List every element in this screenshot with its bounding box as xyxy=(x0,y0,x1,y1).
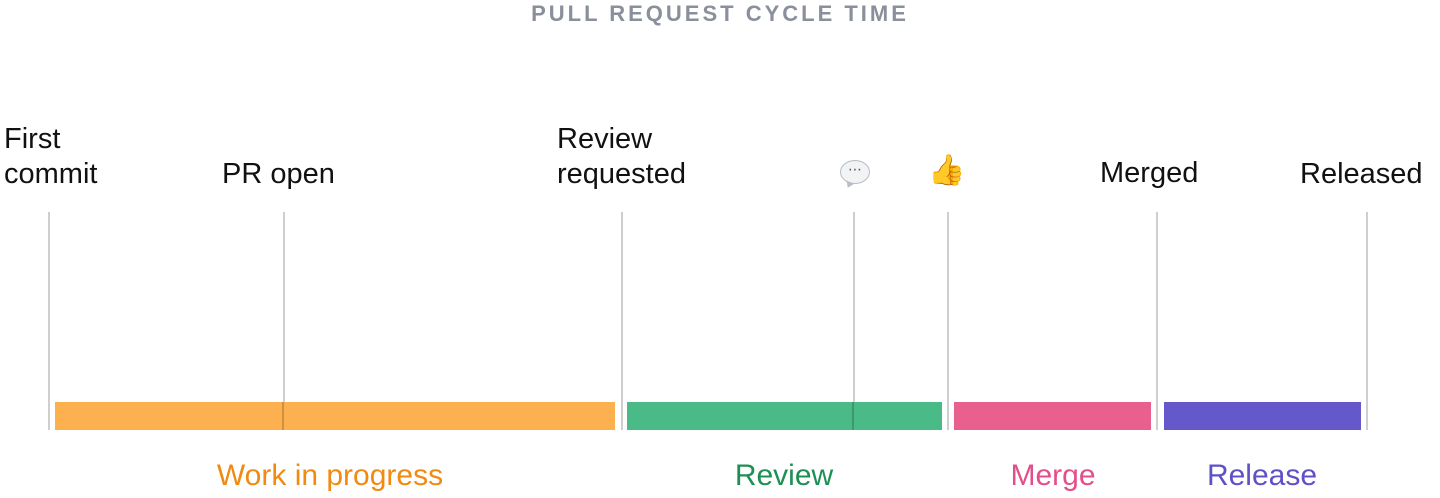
phase-label-release: Release xyxy=(1206,459,1318,492)
tick-approved xyxy=(947,212,949,430)
bar-release xyxy=(1164,402,1361,430)
tick-merged xyxy=(1156,212,1158,430)
diagram-title: PULL REQUEST CYCLE TIME xyxy=(531,1,909,26)
event-review-requested-label: Review requested xyxy=(557,122,686,192)
event-first-commit-line1: First xyxy=(4,123,61,155)
bar-divider-comment xyxy=(852,402,854,430)
tick-released xyxy=(1366,212,1368,430)
event-first-commit-label: First commit xyxy=(4,122,97,192)
bar-divider-pr-open xyxy=(282,402,284,430)
speech-bubble-icon: ⋯ xyxy=(840,160,870,184)
event-pr-open-label: PR open xyxy=(222,158,335,190)
bar-merge xyxy=(954,402,1151,430)
tick-pr-open xyxy=(283,212,285,430)
event-merged-label: Merged xyxy=(1100,157,1199,189)
phase-label-merge: Merge xyxy=(1010,459,1096,492)
bar-review xyxy=(627,402,942,430)
event-review-requested-line1: Review xyxy=(557,123,653,155)
event-review-requested-line2: requested xyxy=(557,158,686,190)
tick-first-commit xyxy=(48,212,50,430)
thumbs-up-icon: 👍 xyxy=(928,154,966,187)
phase-label-work-in-progress: Work in progress xyxy=(216,459,444,492)
phase-label-review: Review xyxy=(734,459,834,492)
tick-comment xyxy=(853,212,855,430)
event-released-label: Released xyxy=(1300,158,1423,190)
bar-work-in-progress xyxy=(55,402,615,430)
tick-review-requested xyxy=(621,212,623,430)
event-first-commit-line2: commit xyxy=(4,158,98,190)
